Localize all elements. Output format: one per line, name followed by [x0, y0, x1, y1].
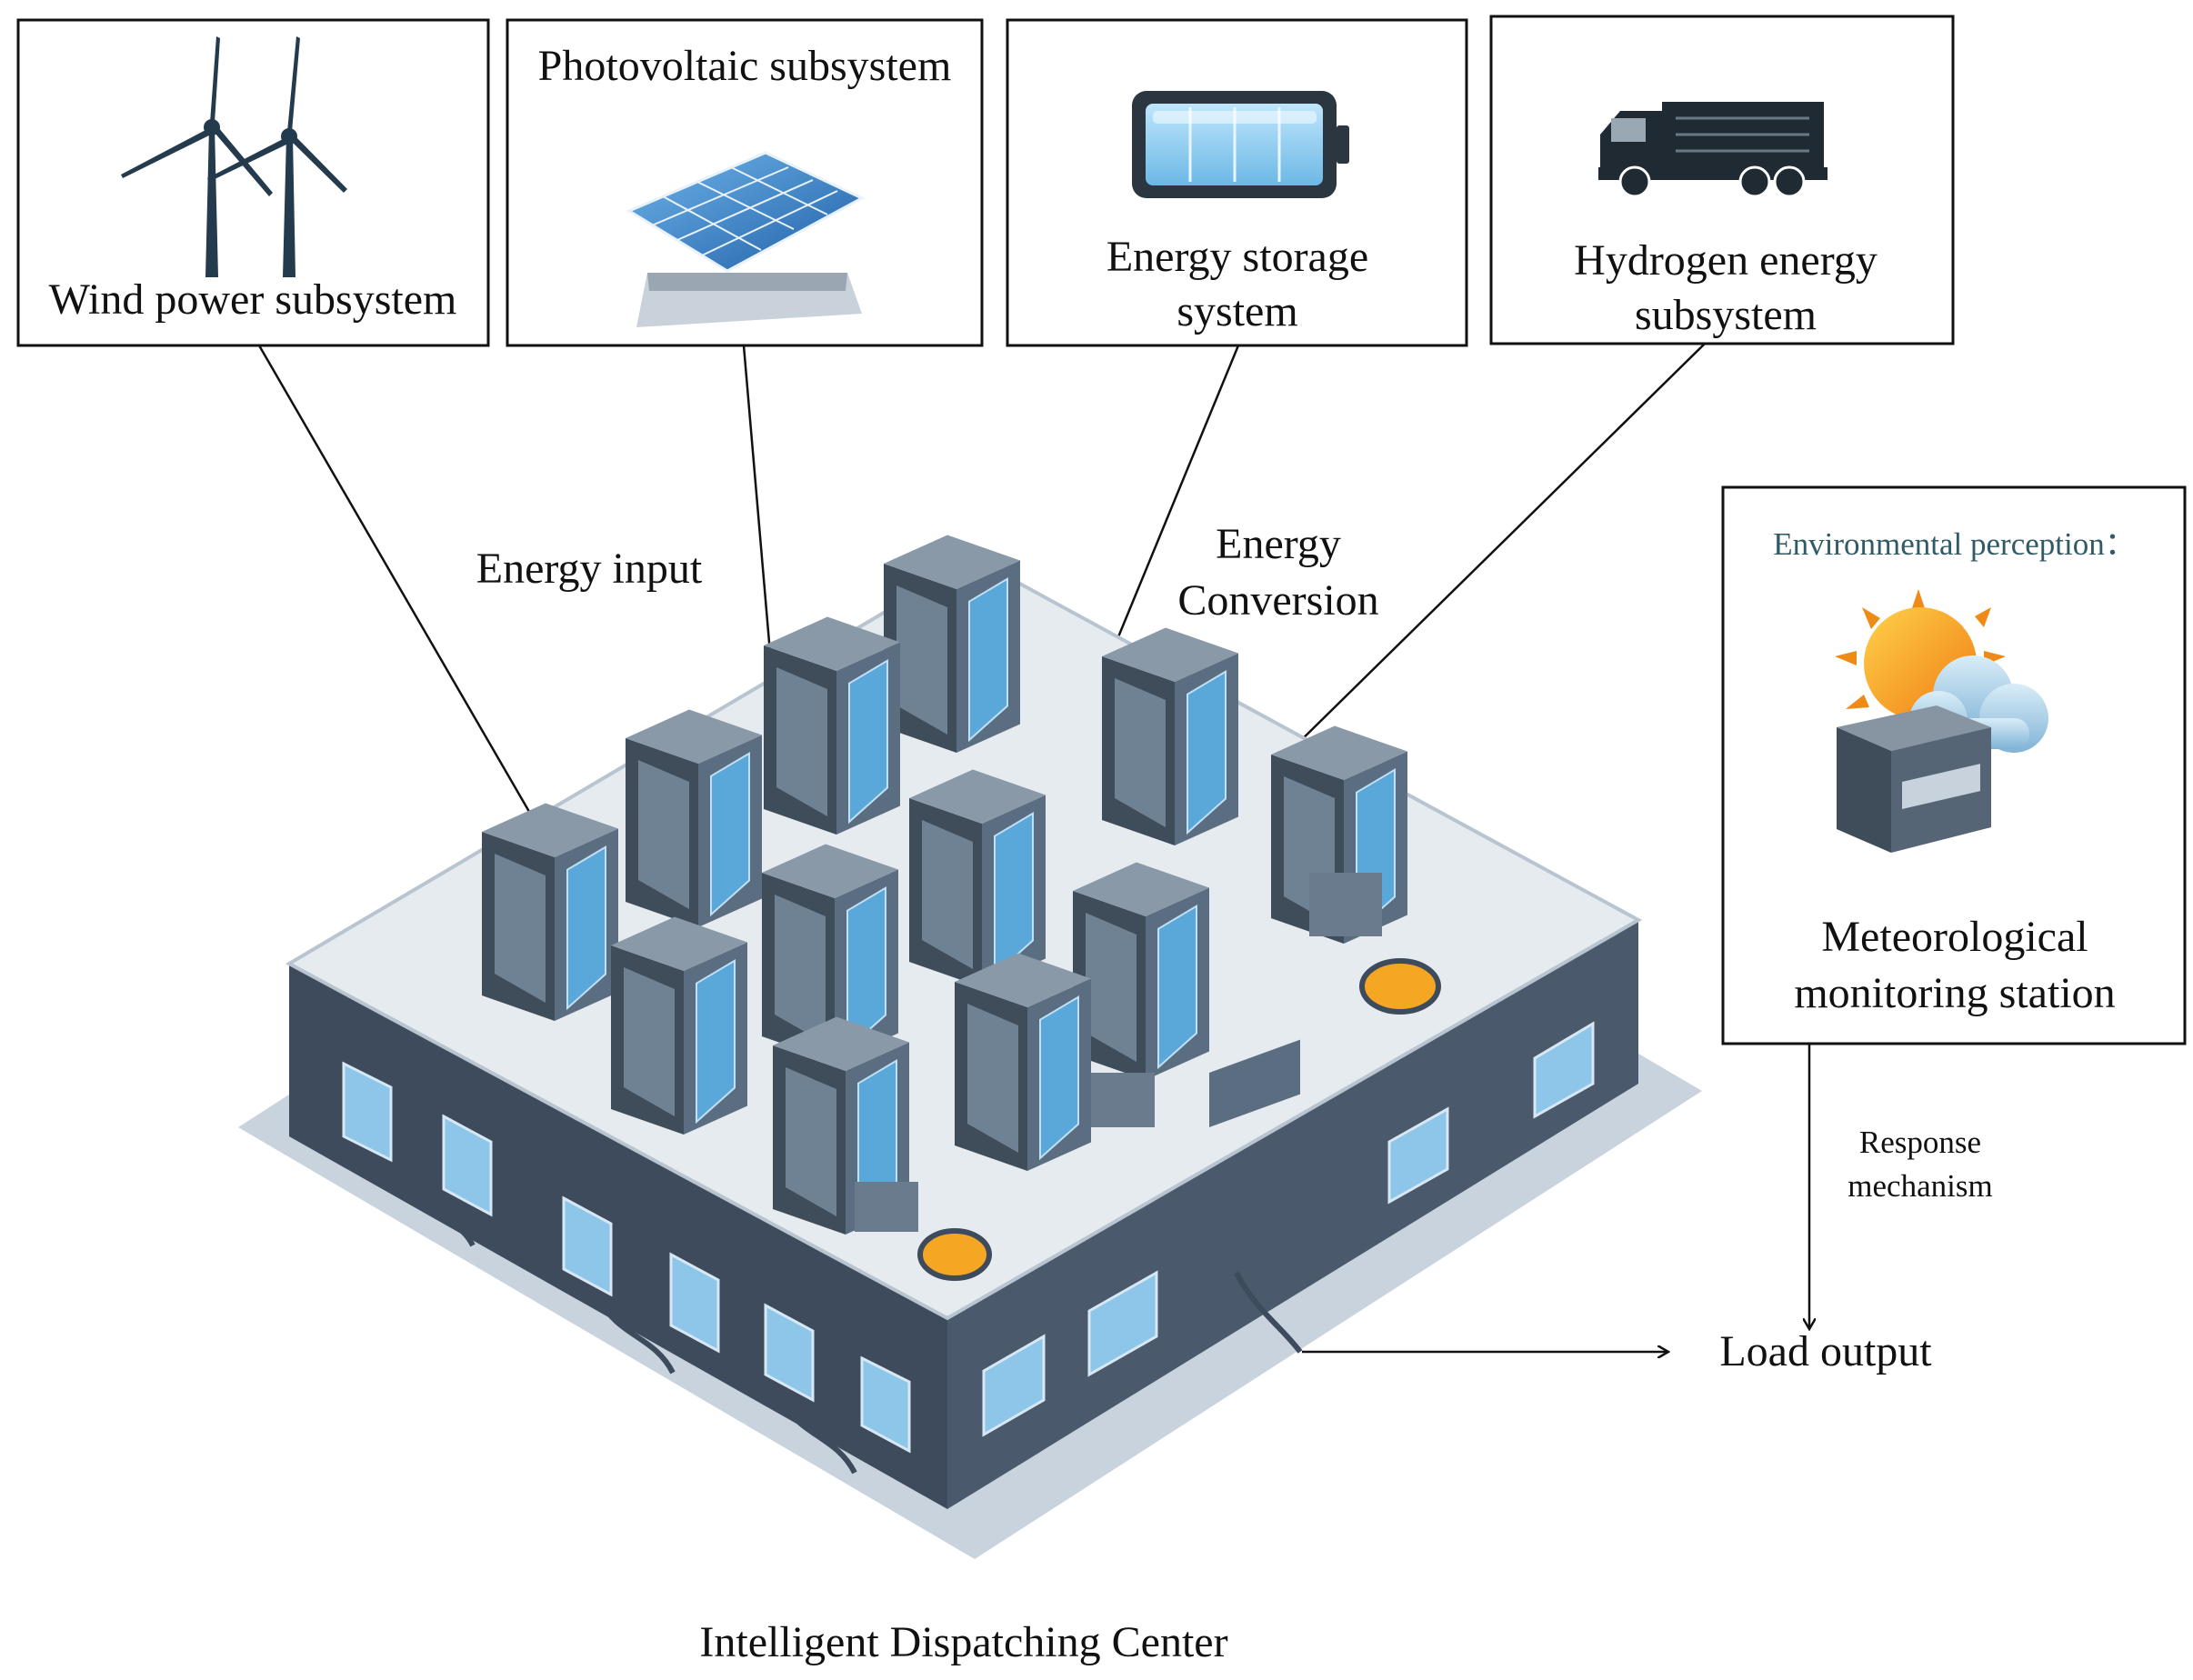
cables [379, 1171, 1303, 1475]
server-rack [1073, 862, 1209, 1080]
server-racks [482, 535, 1407, 1235]
windows-right-wall [982, 1021, 1595, 1437]
energy-conversion-label-line2: Conversion [1177, 576, 1378, 625]
environmental-perception-label: Environmental perception： [1773, 526, 2136, 562]
meteorological-box: Environmental perception： [1721, 485, 2187, 1045]
response-mechanism-label-line1: Response [1859, 1125, 1981, 1160]
server-rack [1102, 627, 1238, 845]
dispatching-center-illustration [238, 535, 1702, 1559]
energy-storage-box: Energy storage system [1006, 18, 1468, 347]
server-rack [626, 709, 762, 927]
wind-turbine-icon [121, 36, 347, 277]
server-rack [955, 953, 1091, 1171]
building-right-wall [947, 920, 1638, 1509]
hydrogen-label-line1: Hydrogen energy [1574, 236, 1878, 285]
energy-input-label: Energy input [476, 545, 703, 593]
pv-connector [742, 345, 773, 665]
equipment-cluster [855, 873, 1441, 1281]
server-rack [482, 803, 618, 1021]
hydrogen-label-line2: subsystem [1635, 291, 1817, 339]
response-mechanism-label-line2: mechanism [1848, 1168, 1992, 1204]
wind-connector [257, 345, 534, 817]
photovoltaic-label: Photovoltaic subsystem [538, 42, 952, 90]
energy-conversion-label-line1: Energy [1216, 520, 1341, 568]
photovoltaic-box: Photovoltaic subsystem [506, 18, 984, 347]
energy-storage-label-line1: Energy storage [1107, 233, 1368, 281]
storage-connector [1109, 345, 1240, 655]
server-rack [762, 844, 898, 1062]
windows-left-wall [342, 1061, 911, 1454]
server-rack [884, 535, 1020, 753]
station-building-icon [1837, 705, 1991, 853]
server-rack [909, 769, 1046, 987]
wind-power-label: Wind power subsystem [49, 275, 457, 324]
energy-storage-label-line2: system [1177, 287, 1297, 335]
meteorological-label-line1: Meteorological [1821, 913, 2088, 961]
hydrogen-connector [1286, 343, 1706, 755]
meteorological-label-line2: monitoring station [1794, 969, 2115, 1017]
load-output-label: Load output [1719, 1327, 1932, 1375]
battery-icon [1132, 91, 1349, 198]
hydrogen-energy-box: Hydrogen energy subsystem [1489, 15, 1955, 345]
wind-power-box: Wind power subsystem [16, 18, 490, 347]
server-rack [764, 616, 900, 835]
solar-panel-icon [626, 151, 866, 327]
center-label: Intelligent Dispatching Center [699, 1618, 1227, 1666]
server-rack [611, 916, 747, 1135]
truck-icon [1598, 102, 1828, 198]
weather-station-icon [1835, 589, 2048, 853]
